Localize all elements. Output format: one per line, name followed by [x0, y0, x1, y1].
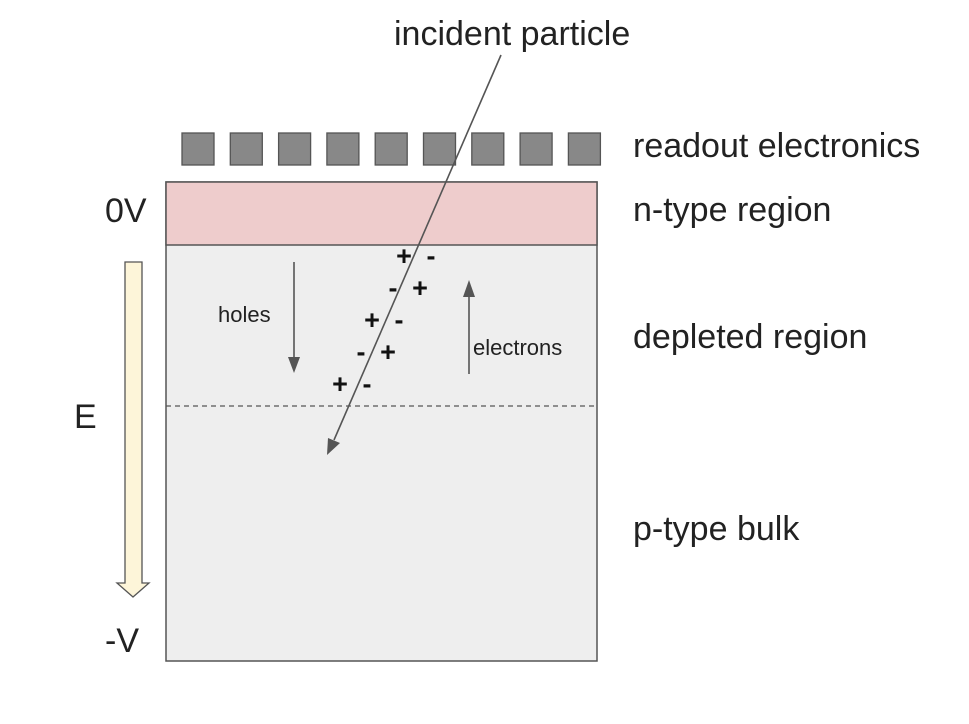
charge-right: -	[363, 369, 372, 399]
detector-body	[165, 181, 598, 662]
charge-right: +	[412, 273, 428, 303]
n-type-region-label: n-type region	[633, 191, 831, 229]
holes-label: holes	[218, 302, 271, 327]
electrons-label: electrons	[473, 335, 562, 360]
holes-arrowhead	[288, 357, 300, 373]
field-label: E	[74, 398, 97, 436]
readout-pad	[229, 132, 263, 166]
readout-pad	[422, 132, 457, 166]
electrons-arrowhead	[463, 280, 475, 297]
charge-right: -	[395, 305, 404, 335]
field-arrow	[115, 261, 151, 598]
n-type-region	[165, 181, 598, 246]
readout-pad	[519, 132, 553, 166]
depleted-region-label: depleted region	[633, 318, 867, 356]
particle-track	[333, 54, 502, 441]
charge-left: +	[364, 305, 380, 335]
charge-left: -	[357, 337, 366, 367]
charge-right: +	[380, 337, 396, 367]
charge-pairs: +--++--++-	[332, 241, 435, 399]
charge-left: +	[332, 369, 348, 399]
particle-arrowhead	[327, 438, 340, 455]
readout-electronics-label: readout electronics	[633, 127, 920, 165]
readout-pad	[374, 132, 408, 166]
readout-pad	[181, 132, 215, 166]
charge-right: -	[427, 241, 436, 271]
charge-left: -	[389, 273, 398, 303]
readout-pad	[326, 132, 360, 166]
charge-left: +	[396, 241, 412, 271]
readout-pad	[471, 132, 505, 166]
incident-particle-label: incident particle	[394, 15, 630, 53]
readout-pad	[567, 132, 602, 166]
readout-pads	[181, 132, 602, 166]
readout-pad	[277, 132, 312, 166]
voltage-zero-label: 0V	[105, 192, 147, 230]
p-type-bulk-label: p-type bulk	[633, 510, 800, 548]
voltage-negative-label: -V	[105, 622, 139, 660]
